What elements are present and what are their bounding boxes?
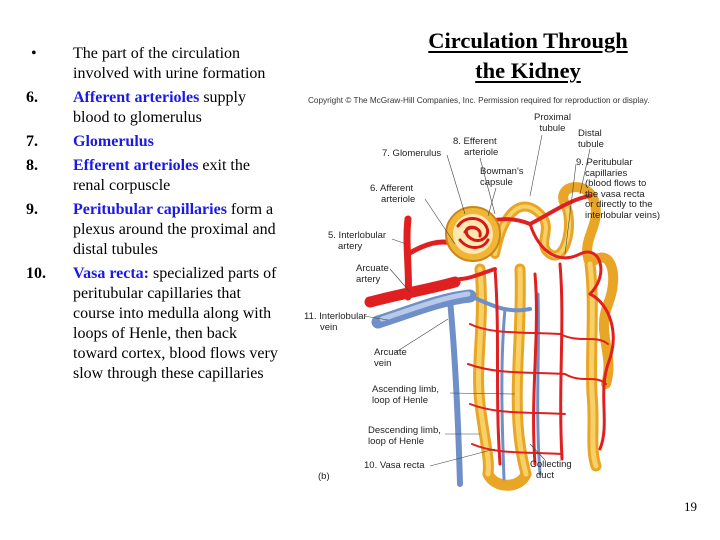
item-text: form a plexus around the proximal and di… <box>73 201 276 258</box>
item-text: exit the renal corpuscle <box>73 157 250 194</box>
label-afferent-arteriole: 6. Afferent arteriole <box>370 183 416 205</box>
slide-title: Circulation Through the Kidney <box>392 26 664 86</box>
vein-highlight <box>379 291 471 322</box>
item-text: The part of the circulation involved wit… <box>73 45 266 82</box>
label-proximal-tubule: Proximal tubule <box>534 112 571 134</box>
label-interlobular-artery: 5. Interlobular artery <box>328 230 387 252</box>
label-glomerulus: 7. Glomerulus <box>382 148 442 159</box>
label-vasa-recta: 10. Vasa recta <box>364 460 425 471</box>
list-item: 7. Glomerulus <box>26 132 281 152</box>
label-interlobular-vein: 11. Interlobular vein <box>304 311 367 333</box>
item-term: Afferent arterioles <box>73 89 200 106</box>
item-text: supply blood to glomerulus <box>73 89 246 126</box>
list-item: 10. Vasa recta: specialized parts of per… <box>26 264 281 384</box>
page-number: 19 <box>684 499 697 514</box>
copyright-notice: Copyright © The McGraw-Hill Companies, I… <box>308 96 650 105</box>
bullet-marker: • <box>31 45 37 62</box>
title-line-1: Circulation Through <box>428 28 628 53</box>
kidney-circulation-figure: Proximal tubule Distal tubule 8. Efferen… <box>290 104 690 494</box>
bullet-list: • The part of the circulation involved w… <box>26 44 281 388</box>
label-descending-limb: Descending limb, loop of Henle <box>368 425 441 447</box>
list-item: 8. Efferent arterioles exit the renal co… <box>26 156 281 196</box>
title-line-2: the Kidney <box>475 58 581 83</box>
label-distal-tubule: Distal tubule <box>578 128 604 150</box>
label-bowmans-capsule: Bowman's capsule <box>480 166 524 188</box>
label-ascending-limb: Ascending limb, loop of Henle <box>372 384 440 406</box>
label-peritubular-capillaries: 9. Peritubular capillaries (blood flows … <box>576 157 660 221</box>
item-number: 9. <box>26 201 38 218</box>
list-item: 9. Peritubular capillaries form a plexus… <box>26 200 281 260</box>
item-term: Efferent arterioles <box>73 157 199 174</box>
figure-panel-label: (b) <box>318 471 330 482</box>
item-term: Vasa recta: <box>73 265 149 282</box>
label-arcuate-artery: Arcuate artery <box>356 263 389 285</box>
item-number: 10. <box>26 265 46 282</box>
label-arcuate-vein: Arcuate vein <box>374 347 407 369</box>
list-item: • The part of the circulation involved w… <box>26 44 281 84</box>
item-text: specialized parts of peritubular capilla… <box>73 265 278 382</box>
item-number: 8. <box>26 157 38 174</box>
item-term: Peritubular capillaries <box>73 201 227 218</box>
item-term: Glomerulus <box>73 133 154 150</box>
list-item: 6. Afferent arterioles supply blood to g… <box>26 88 281 128</box>
label-efferent-arteriole: 8. Efferent arteriole <box>453 136 499 158</box>
glomerulus-tuft <box>456 217 490 249</box>
label-collecting-duct: Collecting duct <box>530 459 572 481</box>
item-number: 7. <box>26 133 38 150</box>
item-number: 6. <box>26 89 38 106</box>
